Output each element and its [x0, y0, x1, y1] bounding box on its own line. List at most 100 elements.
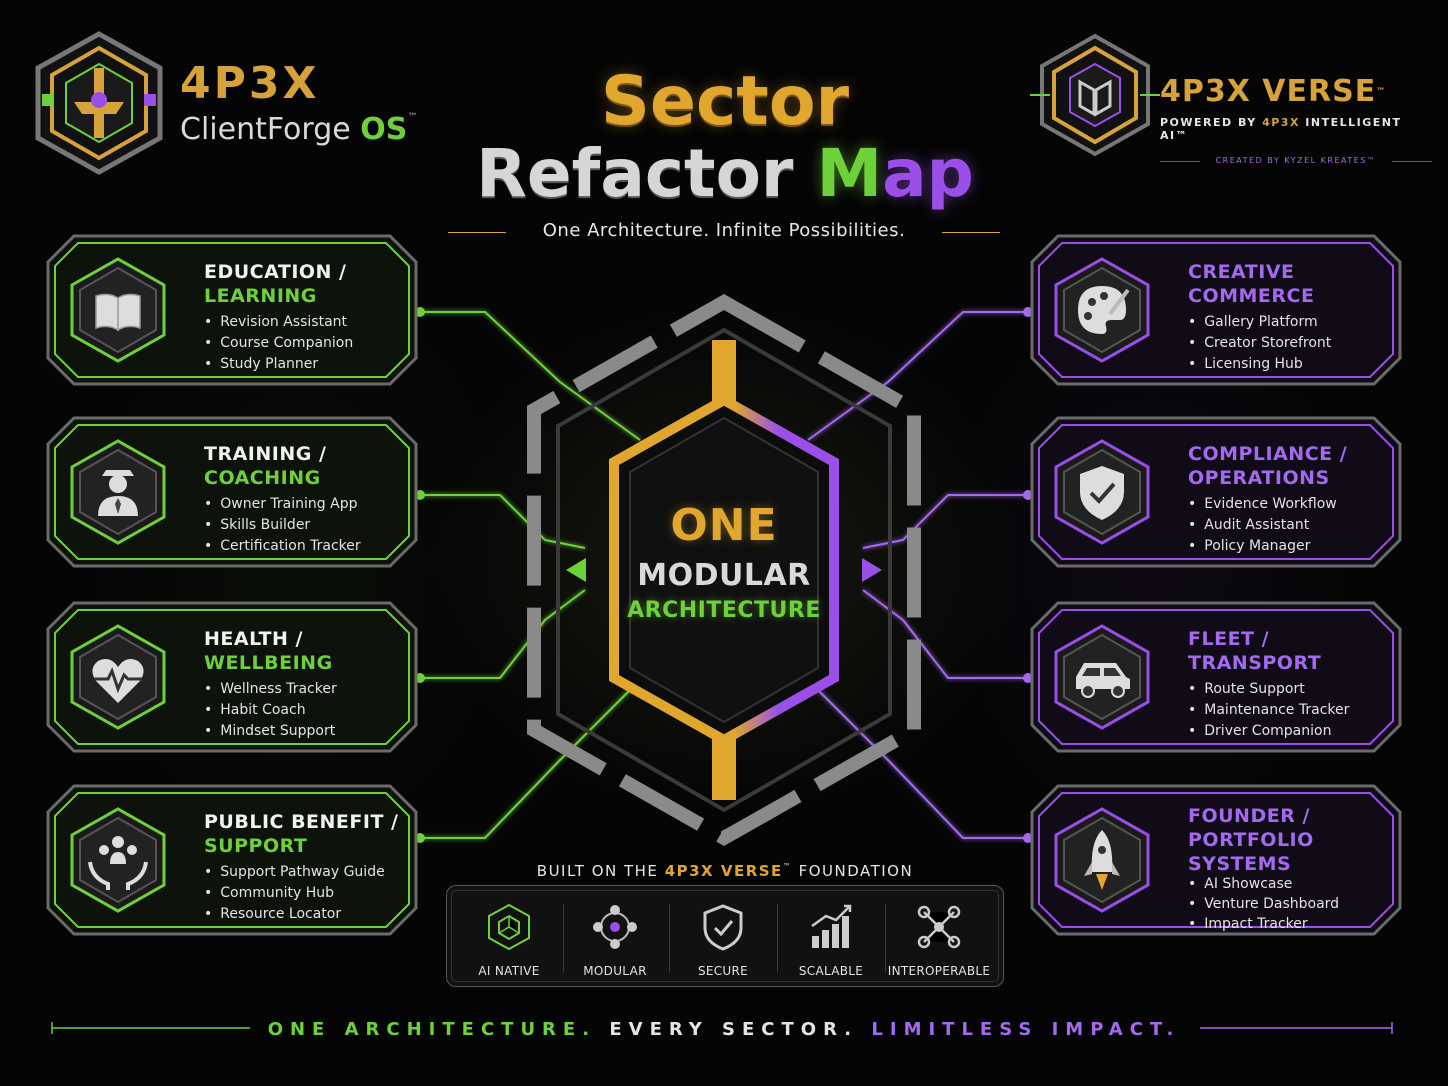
- feature-label: INTEROPERABLE: [887, 964, 991, 978]
- created-by: CREATED BY KYZEL KREATES™: [1160, 156, 1432, 165]
- list-item: Mindset Support: [204, 721, 337, 742]
- clientforge-logo-icon: [35, 31, 163, 175]
- sector-heading-line1: HEALTH /: [204, 628, 303, 650]
- sector-card-founder: FOUNDER /PORTFOLIO SYSTEMS AI Showcase V…: [1030, 784, 1402, 936]
- list-item: Course Companion: [204, 333, 353, 354]
- footer-part1: ONE ARCHITECTURE.: [267, 1019, 597, 1040]
- list-item: Evidence Workflow: [1188, 494, 1336, 515]
- divider: [777, 904, 778, 972]
- sector-heading-line2: COMMERCE: [1188, 285, 1315, 307]
- sector-card-health: HEALTH /WELLBEING Wellness Tracker Habit…: [46, 601, 418, 753]
- foundation-gold: 4P3X VERSE: [664, 862, 783, 880]
- sector-heading-line2: TRANSPORT: [1188, 652, 1322, 674]
- list-item: Skills Builder: [204, 515, 361, 536]
- sector-items: Evidence Workflow Audit Assistant Policy…: [1188, 494, 1336, 557]
- sector-card-fleet: FLEET /TRANSPORT Route Support Maintenan…: [1030, 601, 1402, 753]
- list-item: Owner Training App: [204, 494, 361, 515]
- title-refactor: Refactor: [476, 135, 817, 212]
- book-icon: [70, 257, 166, 363]
- feature-secure: SECURE: [669, 898, 777, 980]
- sector-heading: FLEET /TRANSPORT: [1188, 627, 1398, 675]
- feature-interoperable: INTEROPERABLE: [885, 898, 993, 980]
- sector-heading-line2: OPERATIONS: [1188, 467, 1330, 489]
- sector-heading: FOUNDER /PORTFOLIO SYSTEMS: [1188, 804, 1398, 876]
- feature-label: AI NATIVE: [478, 964, 540, 978]
- title-ap: ap: [882, 135, 974, 212]
- sector-card-public-benefit: PUBLIC BENEFIT /SUPPORT Support Pathway …: [46, 784, 418, 936]
- shield-check-icon: [1054, 439, 1150, 545]
- center-line3: ARCHITECTURE: [627, 598, 821, 623]
- rocket-icon: [1054, 807, 1150, 913]
- car-icon: [1054, 624, 1150, 730]
- foundation-title: BUILT ON THE 4P3X VERSE™ FOUNDATION: [440, 862, 1010, 880]
- trademark: ™: [407, 112, 418, 123]
- 4p3x-verse-logo-icon: [1030, 33, 1160, 157]
- sector-card-education: EDUCATION /LEARNING Revision Assistant C…: [46, 234, 418, 386]
- sector-heading-line2: SUPPORT: [204, 835, 308, 857]
- footer-slogan: ONE ARCHITECTURE. EVERY SECTOR. LIMITLES…: [0, 1019, 1448, 1040]
- tagline: One Architecture. Infinite Possibilities…: [444, 220, 1004, 241]
- list-item: Gallery Platform: [1188, 312, 1331, 333]
- divider: [669, 904, 670, 972]
- sector-heading-line1: FLEET /: [1188, 628, 1270, 650]
- foundation-trademark: ™: [782, 862, 793, 871]
- coach-icon: [70, 439, 166, 545]
- powered-suffix: INTELLIGENT AI™: [1160, 116, 1402, 142]
- product-os-text: OS: [360, 112, 408, 147]
- powered-gold: 4P3X: [1262, 116, 1300, 129]
- sector-heading: COMPLIANCE /OPERATIONS: [1188, 442, 1398, 490]
- verse-trademark: ™: [1376, 87, 1387, 97]
- network-icon: [917, 905, 961, 949]
- verse-name-text: 4P3X VERSE: [1160, 74, 1377, 109]
- growth-bars-icon: [811, 904, 852, 948]
- feature-label: SCALABLE: [798, 964, 864, 978]
- sector-card-training: TRAINING /COACHING Owner Training App Sk…: [46, 416, 418, 568]
- foundation-prefix: BUILT ON THE: [536, 862, 665, 880]
- divider: [563, 904, 564, 972]
- list-item: Community Hub: [204, 883, 385, 904]
- title-m: M: [816, 135, 883, 212]
- sector-heading-line2: LEARNING: [204, 285, 317, 307]
- foundation-panel: AI NATIVE MODULAR SECURE SCALABLE: [446, 885, 1004, 987]
- community-icon: [70, 807, 166, 913]
- sector-items: Support Pathway Guide Community Hub Reso…: [204, 862, 385, 925]
- sector-heading-line1: PUBLIC BENEFIT /: [204, 811, 399, 833]
- list-item: Study Planner: [204, 354, 353, 375]
- sector-heading: PUBLIC BENEFIT /SUPPORT: [204, 810, 414, 858]
- sector-items: Revision Assistant Course Companion Stud…: [204, 312, 353, 375]
- sector-heading: TRAINING /COACHING: [204, 442, 414, 490]
- central-hexagon-icon: [527, 293, 921, 847]
- title-line2: Refactor Map: [440, 138, 1010, 210]
- sector-heading-line1: EDUCATION /: [204, 261, 347, 283]
- sector-items: Wellness Tracker Habit Coach Mindset Sup…: [204, 679, 337, 742]
- product-name-text: ClientForge: [180, 112, 351, 147]
- sector-heading: EDUCATION /LEARNING: [204, 260, 414, 308]
- sector-heading-line1: CREATIVE: [1188, 261, 1295, 283]
- list-item: Creator Storefront: [1188, 333, 1331, 354]
- foundation-suffix: FOUNDATION: [792, 862, 914, 880]
- list-item: Licensing Hub: [1188, 354, 1331, 375]
- list-item: Certification Tracker: [204, 536, 360, 557]
- list-item: Habit Coach: [204, 700, 337, 721]
- modular-nodes-icon: [593, 905, 637, 949]
- sector-heading-line2: PORTFOLIO SYSTEMS: [1188, 829, 1314, 875]
- divider: [885, 904, 886, 972]
- clientforge-brand: 4P3X ClientForge OS™: [180, 58, 418, 148]
- list-item: Maintenance Tracker: [1188, 700, 1349, 721]
- center-line2: MODULAR: [637, 558, 811, 593]
- feature-ai-native: AI NATIVE: [455, 898, 563, 980]
- ai-cube-icon: [488, 903, 530, 951]
- shield-check-icon: [703, 904, 743, 951]
- sector-items: AI Showcase Venture Dashboard Impact Tra…: [1188, 874, 1339, 934]
- powered-by: POWERED BY 4P3X INTELLIGENT AI™: [1160, 116, 1432, 142]
- list-item: Resource Locator: [204, 904, 385, 925]
- page-title: Sector Refactor Map: [440, 66, 1010, 210]
- brand-name: 4P3X: [180, 58, 320, 109]
- sector-items: Route Support Maintenance Tracker Driver…: [1188, 679, 1349, 742]
- sector-card-compliance: COMPLIANCE /OPERATIONS Evidence Workflow…: [1030, 416, 1402, 568]
- list-item: Revision Assistant: [204, 312, 353, 333]
- sector-items: Gallery Platform Creator Storefront Lice…: [1188, 312, 1331, 375]
- sector-heading: HEALTH /WELLBEING: [204, 627, 414, 675]
